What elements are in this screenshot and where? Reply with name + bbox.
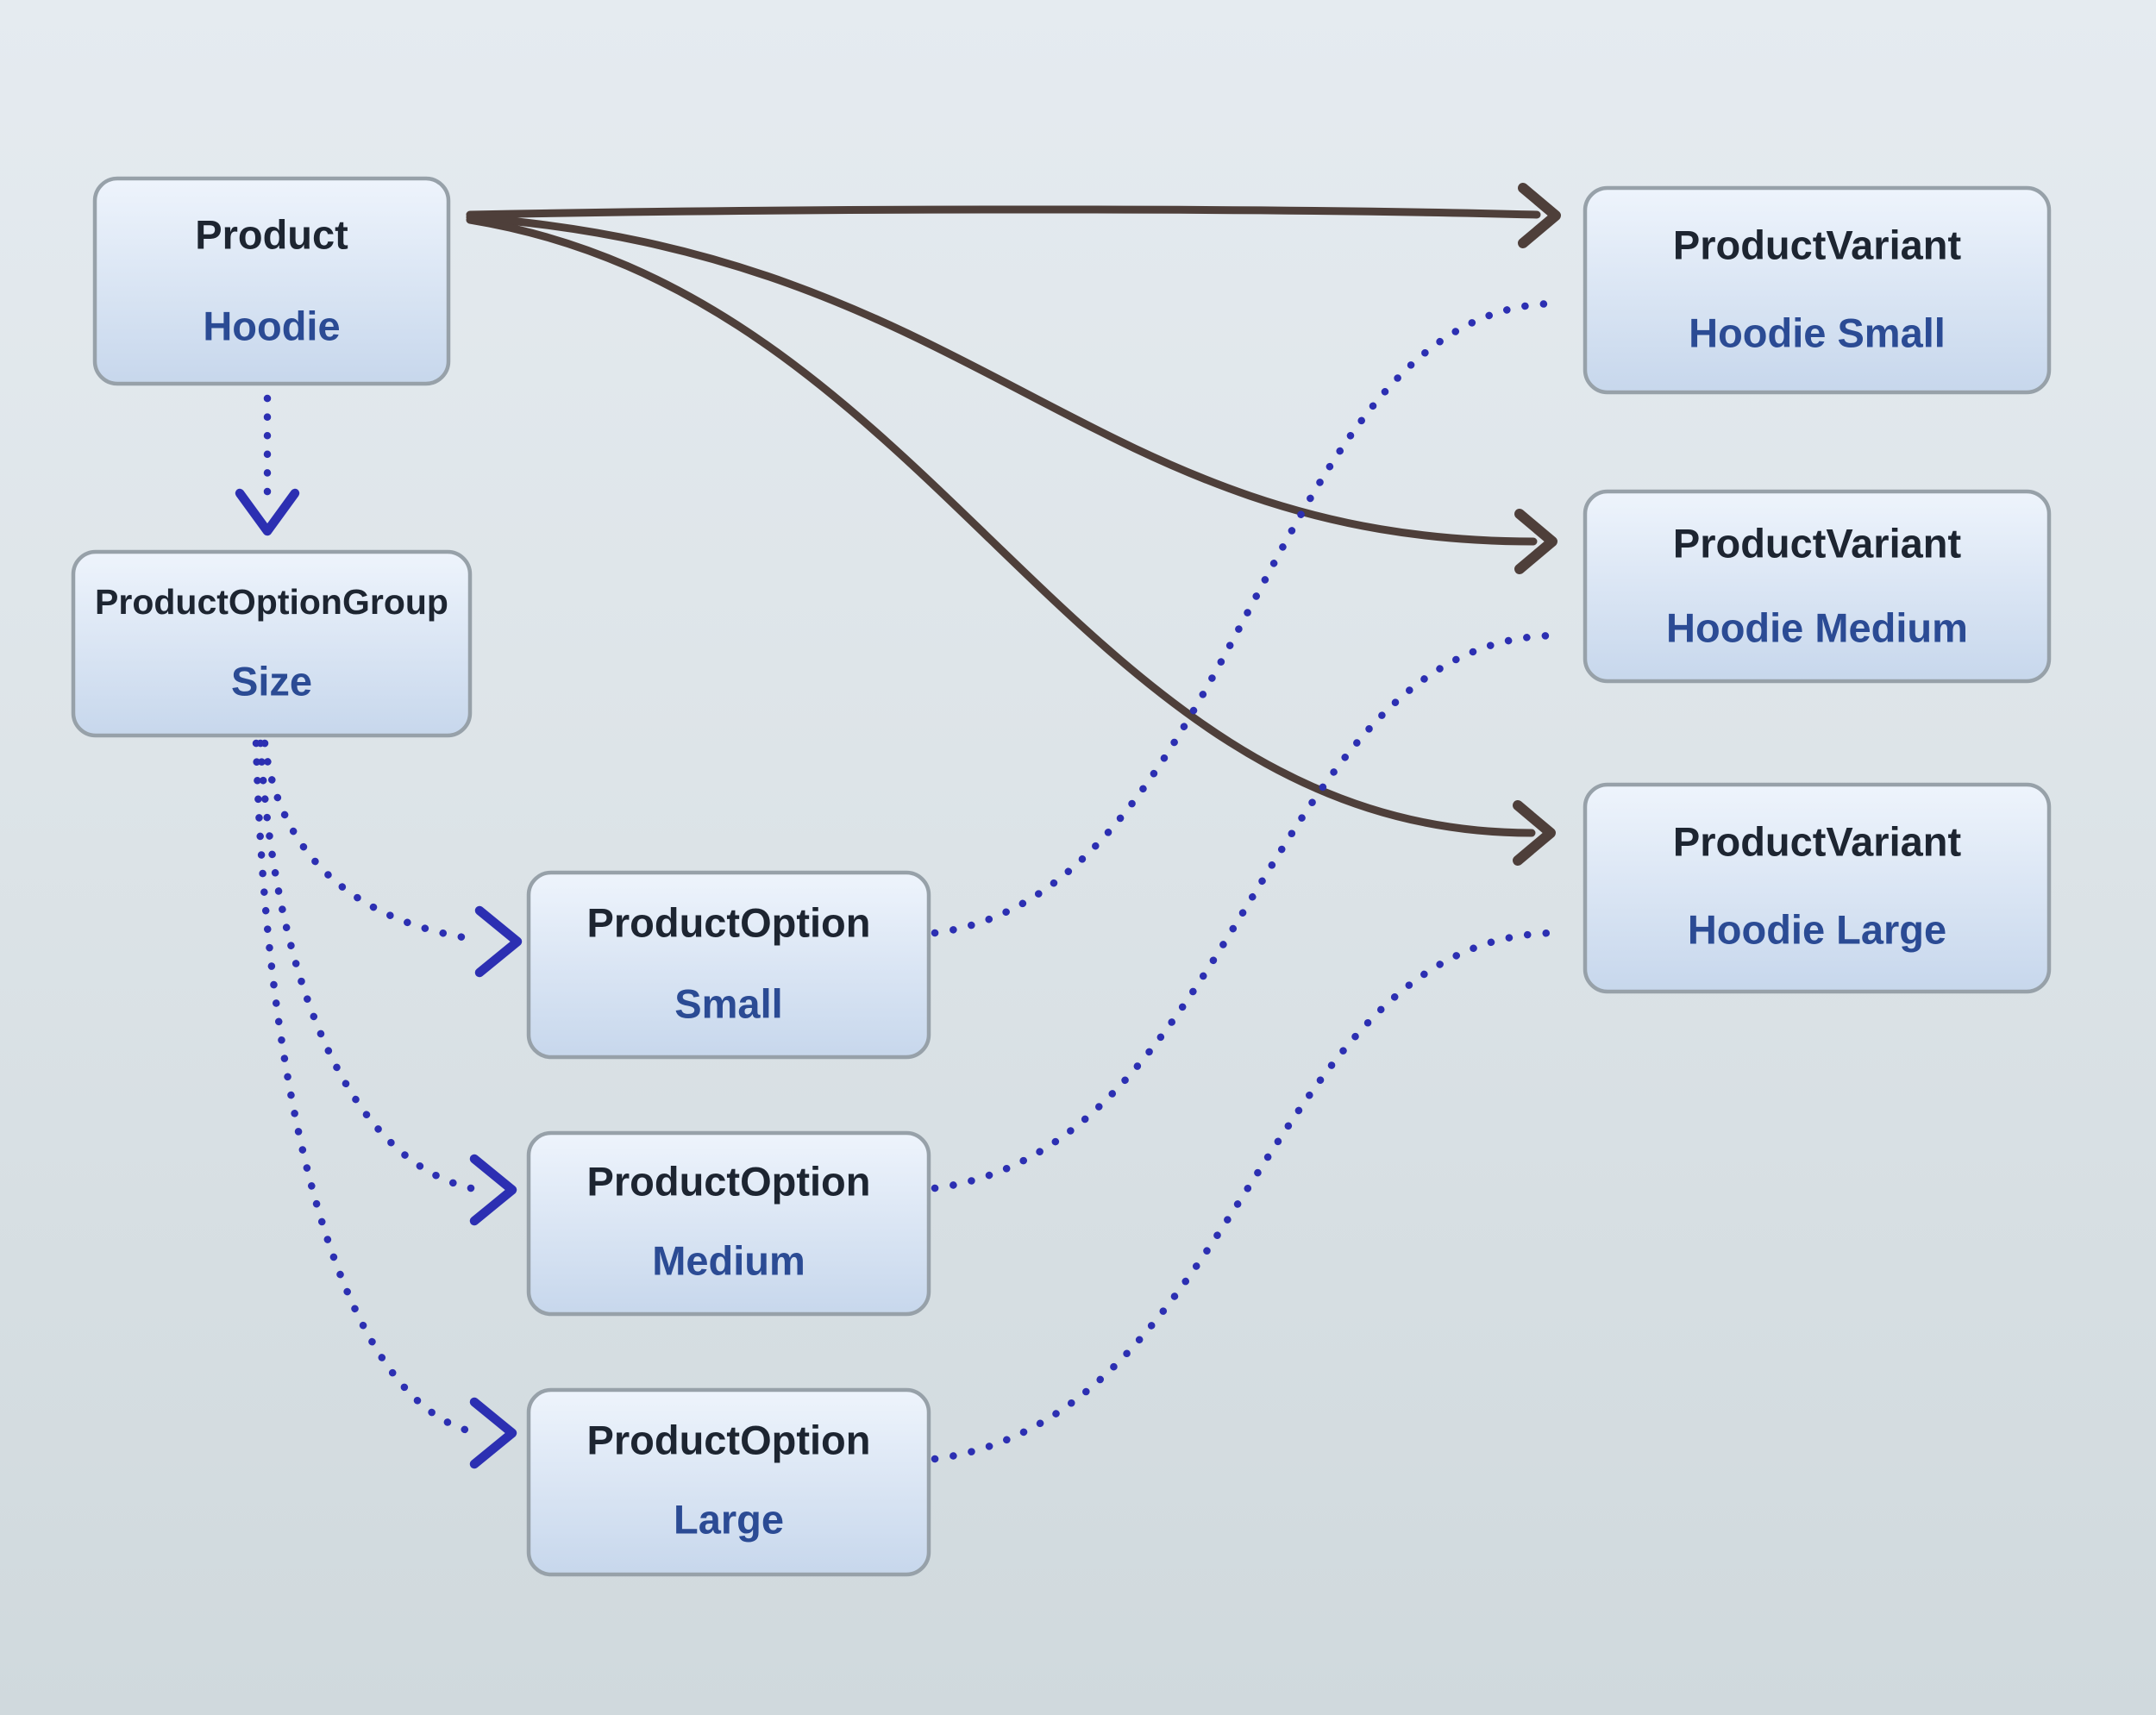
node-box xyxy=(1583,782,2052,994)
node-type-label: ProductOption xyxy=(587,1418,871,1463)
node-value-label: Small xyxy=(674,981,782,1027)
edge-line xyxy=(260,739,484,944)
node-value-label: Hoodie Small xyxy=(1689,310,1946,356)
node-value-label: Size xyxy=(231,659,312,704)
arrowhead-icon xyxy=(1518,183,1561,248)
arrowhead-icon xyxy=(469,1154,517,1226)
arrowhead-icon xyxy=(1514,509,1557,574)
node-type-label: Product xyxy=(195,212,348,258)
node-type-label: ProductOptionGroup xyxy=(95,582,448,622)
node-box xyxy=(526,1130,931,1317)
node-value-label: Hoodie Medium xyxy=(1666,605,1968,651)
edge-line xyxy=(466,205,1541,219)
edge-option-group-to-option-small xyxy=(260,739,523,978)
node-value-label: Medium xyxy=(652,1238,805,1284)
arrowhead-icon xyxy=(469,1397,517,1469)
edge-option-group-to-option-large xyxy=(252,739,517,1469)
edge-line xyxy=(466,216,1536,837)
node-value-label: Large xyxy=(674,1497,784,1543)
node-type-label: ProductVariant xyxy=(1673,819,1962,865)
arrowhead-icon xyxy=(474,905,523,978)
node-option-large: ProductOption Large xyxy=(526,1387,931,1577)
node-variant-medium: ProductVariant Hoodie Medium xyxy=(1583,489,2052,684)
node-value-label: Hoodie Large xyxy=(1688,907,1946,953)
node-box xyxy=(1583,489,2052,684)
node-option-small: ProductOption Small xyxy=(526,870,931,1060)
node-box xyxy=(92,176,451,386)
node-type-label: ProductOption xyxy=(587,1159,871,1205)
edge-option-large-to-variant-large xyxy=(931,929,1562,1463)
edge-product-to-variant-large xyxy=(466,216,1556,866)
node-option-group: ProductOptionGroup Size xyxy=(71,549,473,738)
edge-line xyxy=(466,213,1538,546)
edge-line xyxy=(931,631,1562,1192)
edge-line xyxy=(931,929,1562,1463)
edge-product-to-variant-medium xyxy=(466,213,1557,574)
edge-option-medium-to-variant-medium xyxy=(931,631,1562,1192)
edge-line xyxy=(252,739,475,1436)
node-box xyxy=(71,549,473,738)
edge-line xyxy=(931,299,1562,937)
node-product: Product Hoodie xyxy=(92,176,451,386)
node-option-medium: ProductOption Medium xyxy=(526,1130,931,1317)
edge-product-to-option-group xyxy=(235,394,300,536)
arrowhead-icon xyxy=(235,488,300,536)
node-type-label: ProductVariant xyxy=(1673,521,1962,566)
node-value-label: Hoodie xyxy=(203,304,340,349)
edge-line xyxy=(256,739,475,1192)
edge-option-small-to-variant-small xyxy=(931,299,1562,937)
edge-product-to-variant-small xyxy=(466,183,1561,248)
node-variant-large: ProductVariant Hoodie Large xyxy=(1583,782,2052,994)
node-box xyxy=(526,870,931,1060)
node-type-label: ProductVariant xyxy=(1673,222,1962,268)
arrowhead-icon xyxy=(1513,800,1556,866)
node-type-label: ProductOption xyxy=(587,900,871,946)
node-box xyxy=(526,1387,931,1577)
node-variant-small: ProductVariant Hoodie Small xyxy=(1583,185,2052,395)
node-box xyxy=(1583,185,2052,395)
edge-option-group-to-option-medium xyxy=(256,739,517,1226)
